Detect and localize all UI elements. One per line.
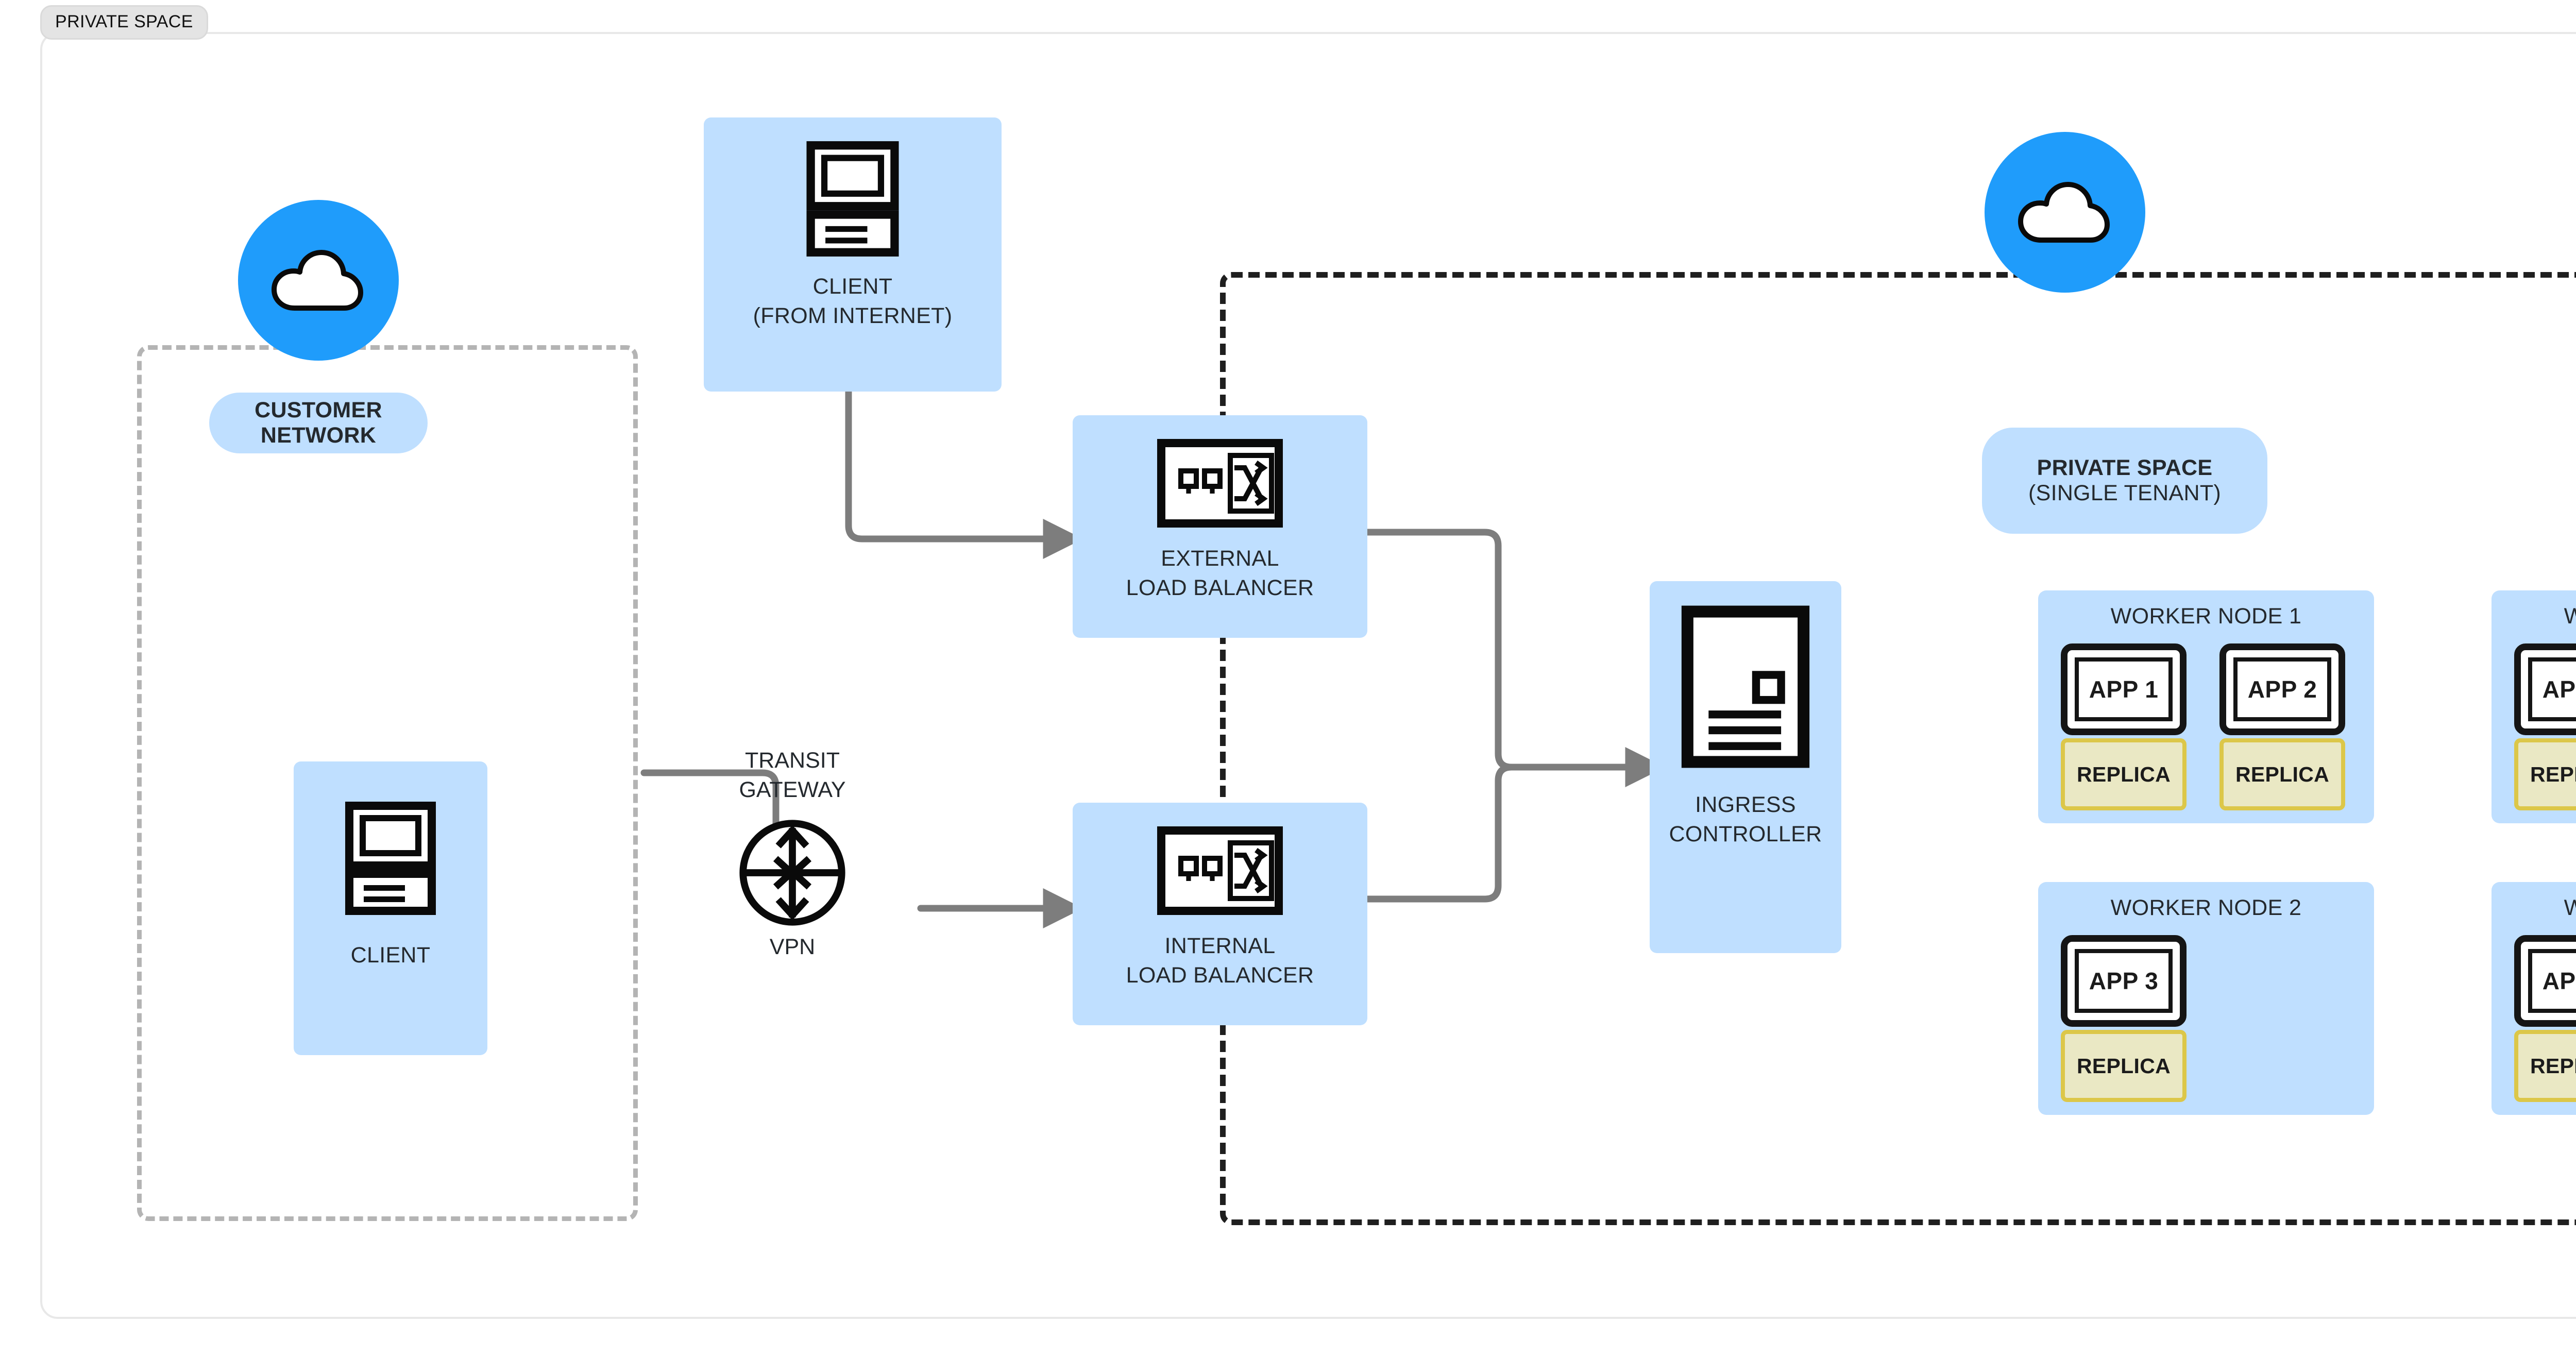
worker-node-3-apps: APP 2 REPLICA <box>2492 643 2576 810</box>
customer-network-pill: CUSTOMER NETWORK <box>209 393 428 453</box>
app-inner-frame: APP 3 <box>2075 949 2173 1013</box>
client-node[interactable]: CLIENT <box>294 761 487 1055</box>
customer-network-cloud <box>238 200 399 361</box>
replica-label: REPLICA <box>2076 762 2171 786</box>
internet-client-node[interactable]: CLIENT (FROM INTERNET) <box>704 117 1002 392</box>
worker-node-4[interactable]: WORKER NODE 4 APP 4 REPLICA <box>2492 882 2576 1115</box>
private-space-pill-line1: PRIVATE SPACE <box>2037 455 2213 480</box>
customer-network-boundary <box>137 345 638 1221</box>
internet-client-caption: CLIENT (FROM INTERNET) <box>753 274 953 328</box>
internal-load-balancer-caption: INTERNAL LOAD BALANCER <box>1126 934 1314 988</box>
router-arrows-icon <box>739 819 845 926</box>
ingress-controller-node[interactable]: INGRESS CONTROLLER <box>1650 581 1841 953</box>
worker-node-3[interactable]: WORKER NODE 3 APP 2 REPLICA <box>2492 590 2576 823</box>
worker-node-1-apps: APP 1 REPLICA APP 2 REPLICA <box>2038 643 2374 810</box>
cloud-icon <box>272 250 363 311</box>
app-inner-frame: APP 1 <box>2075 657 2173 721</box>
replica-label: REPLICA <box>2530 762 2576 786</box>
worker-node-2-apps: APP 3 REPLICA <box>2038 935 2374 1102</box>
app-inner-frame: APP 2 <box>2233 657 2331 721</box>
app-slot[interactable]: APP 3 REPLICA <box>2061 935 2187 1102</box>
worker-node-1[interactable]: WORKER NODE 1 APP 1 REPLICA APP 2 <box>2038 590 2374 823</box>
app-label: APP 1 <box>2089 676 2159 703</box>
external-load-balancer-caption: EXTERNAL LOAD BALANCER <box>1126 546 1314 600</box>
worker-node-3-title: WORKER NODE 3 <box>2564 604 2576 629</box>
replica-label: REPLICA <box>2530 1054 2576 1078</box>
replica-box: REPLICA <box>2061 1030 2187 1102</box>
replica-box: REPLICA <box>2219 738 2345 810</box>
workstation-icon <box>345 802 436 915</box>
private-space-boundary <box>1220 272 2576 1225</box>
replica-box: REPLICA <box>2514 738 2576 810</box>
private-space-pill-line2: (SINGLE TENANT) <box>2028 481 2222 505</box>
replica-box: REPLICA <box>2514 1030 2576 1102</box>
external-load-balancer-node[interactable]: EXTERNAL LOAD BALANCER <box>1073 415 1367 638</box>
worker-node-1-title: WORKER NODE 1 <box>2110 604 2302 629</box>
replica-label: REPLICA <box>2235 762 2330 786</box>
load-balancer-icon <box>1157 826 1283 915</box>
app-slot[interactable]: APP 2 REPLICA <box>2514 643 2576 810</box>
private-space-tag: PRIVATE SPACE <box>40 5 208 40</box>
transit-gateway-node[interactable]: TRANSIT GATEWAY VPN <box>721 746 863 960</box>
load-balancer-icon <box>1157 439 1283 528</box>
customer-network-pill-label: CUSTOMER NETWORK <box>255 398 382 448</box>
app-box: APP 1 <box>2061 643 2187 735</box>
app-box: APP 2 <box>2219 643 2345 735</box>
vpn-label: VPN <box>769 934 816 959</box>
worker-node-4-apps: APP 4 REPLICA <box>2492 935 2576 1102</box>
worker-node-4-title: WORKER NODE 4 <box>2564 895 2576 920</box>
worker-node-2-title: WORKER NODE 2 <box>2110 895 2302 920</box>
private-space-pill: PRIVATE SPACE (SINGLE TENANT) <box>1982 428 2267 534</box>
app-label: APP 2 <box>2247 676 2317 703</box>
internal-load-balancer-node[interactable]: INTERNAL LOAD BALANCER <box>1073 803 1367 1025</box>
app-inner-frame: APP 4 <box>2528 949 2576 1013</box>
server-doc-icon <box>1681 605 1810 768</box>
app-label: APP 2 <box>2542 676 2576 703</box>
worker-node-2[interactable]: WORKER NODE 2 APP 3 REPLICA <box>2038 882 2374 1115</box>
client-node-caption: CLIENT <box>350 943 431 968</box>
app-slot[interactable]: APP 2 REPLICA <box>2219 643 2345 810</box>
app-label: APP 4 <box>2542 968 2576 994</box>
workstation-icon <box>806 141 899 257</box>
app-box: APP 4 <box>2514 935 2576 1027</box>
app-slot[interactable]: APP 4 REPLICA <box>2514 935 2576 1102</box>
private-space-cloud <box>1985 132 2145 293</box>
app-box: APP 2 <box>2514 643 2576 735</box>
replica-label: REPLICA <box>2076 1054 2171 1078</box>
ingress-controller-caption: INGRESS CONTROLLER <box>1669 792 1822 846</box>
app-box: APP 3 <box>2061 935 2187 1027</box>
app-label: APP 3 <box>2089 968 2159 994</box>
app-slot[interactable]: APP 1 REPLICA <box>2061 643 2187 810</box>
app-inner-frame: APP 2 <box>2528 657 2576 721</box>
replica-box: REPLICA <box>2061 738 2187 810</box>
cloud-icon <box>2018 182 2110 243</box>
transit-gateway-label: TRANSIT GATEWAY <box>739 748 846 802</box>
